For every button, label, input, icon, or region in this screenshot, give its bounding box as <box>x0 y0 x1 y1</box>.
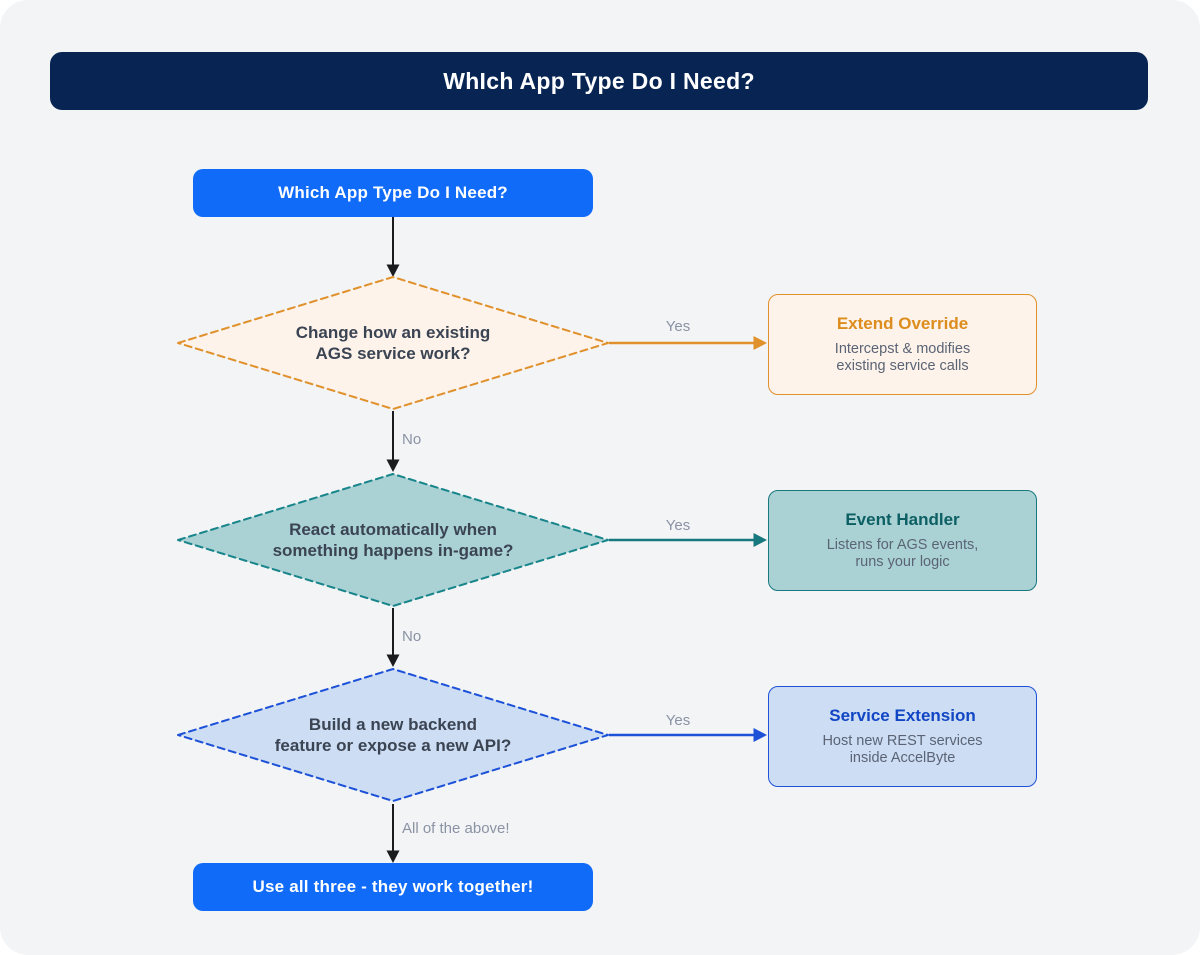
question-line: Build a new backend <box>308 715 478 734</box>
question-line: AGS service work? <box>315 344 471 363</box>
description-line: Listens for AGS events, <box>826 536 979 553</box>
question-line: React automatically when <box>289 520 497 539</box>
start-node-label: Which App Type Do I Need? <box>278 183 508 202</box>
question-line: feature or expose a new API? <box>274 736 512 755</box>
arrowhead-yes-2 <box>753 533 767 547</box>
header-title: WhIch App Type Do I Need? <box>443 67 755 94</box>
arrowhead-d2 <box>386 459 400 472</box>
no-label-2: No <box>402 628 422 645</box>
no-label-1: No <box>402 431 422 448</box>
description-line: existing service calls <box>836 358 969 374</box>
decision-3-question: Build a new backend feature or expose a … <box>176 667 610 803</box>
description-line: Intercepst & modifies <box>834 340 971 357</box>
decision-2-react-automatically: React automatically when something happe… <box>176 472 610 608</box>
end-node: Use all three - they work together! <box>193 863 593 911</box>
arrowhead-yes-3 <box>753 728 767 742</box>
result-title: Extend Override <box>836 313 969 333</box>
result-description: Intercepst & modifies existing service c… <box>835 341 970 376</box>
end-node-label: Use all three - they work together! <box>252 877 534 896</box>
diamond-shape-orange <box>177 276 609 410</box>
decision-1-question: Change how an existing AGS service work? <box>176 275 610 411</box>
header-bar: WhIch App Type Do I Need? <box>50 52 1148 110</box>
result-card-event-handler: Event Handler Listens for AGS events, ru… <box>768 490 1037 591</box>
description-line: inside AccelByte <box>849 750 956 766</box>
question-line: something happens in-game? <box>272 541 514 560</box>
yes-label-2: Yes <box>665 517 691 534</box>
description-line: runs your logic <box>855 554 950 570</box>
diamond-shape-blue <box>177 668 609 802</box>
decision-2-question: React automatically when something happe… <box>176 472 610 608</box>
diamond-shape-teal <box>177 473 609 607</box>
yes-arrows <box>609 341 754 737</box>
result-title: Event Handler <box>845 509 960 529</box>
decision-3-build-new-backend: Build a new backend feature or expose a … <box>176 667 610 803</box>
result-title: Service Extension <box>829 705 976 725</box>
yes-label-3: Yes <box>665 712 691 729</box>
arrowhead-yes-1 <box>753 336 767 350</box>
arrowhead-d3 <box>386 654 400 667</box>
decision-1-change-existing-service: Change how an existing AGS service work? <box>176 275 610 411</box>
result-card-service-extension: Service Extension Host new REST services… <box>768 686 1037 787</box>
yes-label-1: Yes <box>665 318 691 335</box>
yes-arrowheads <box>753 336 767 742</box>
all-of-the-above-label: All of the above! <box>402 820 510 837</box>
description-line: Host new REST services <box>822 732 983 749</box>
question-line: Change how an existing <box>295 323 491 342</box>
arrowhead-end <box>386 850 400 863</box>
result-description: Host new REST services inside AccelByte <box>822 733 982 768</box>
result-description: Listens for AGS events, runs your logic <box>827 537 979 572</box>
start-node: Which App Type Do I Need? <box>193 169 593 217</box>
result-card-extend-override: Extend Override Intercepst & modifies ex… <box>768 294 1037 395</box>
